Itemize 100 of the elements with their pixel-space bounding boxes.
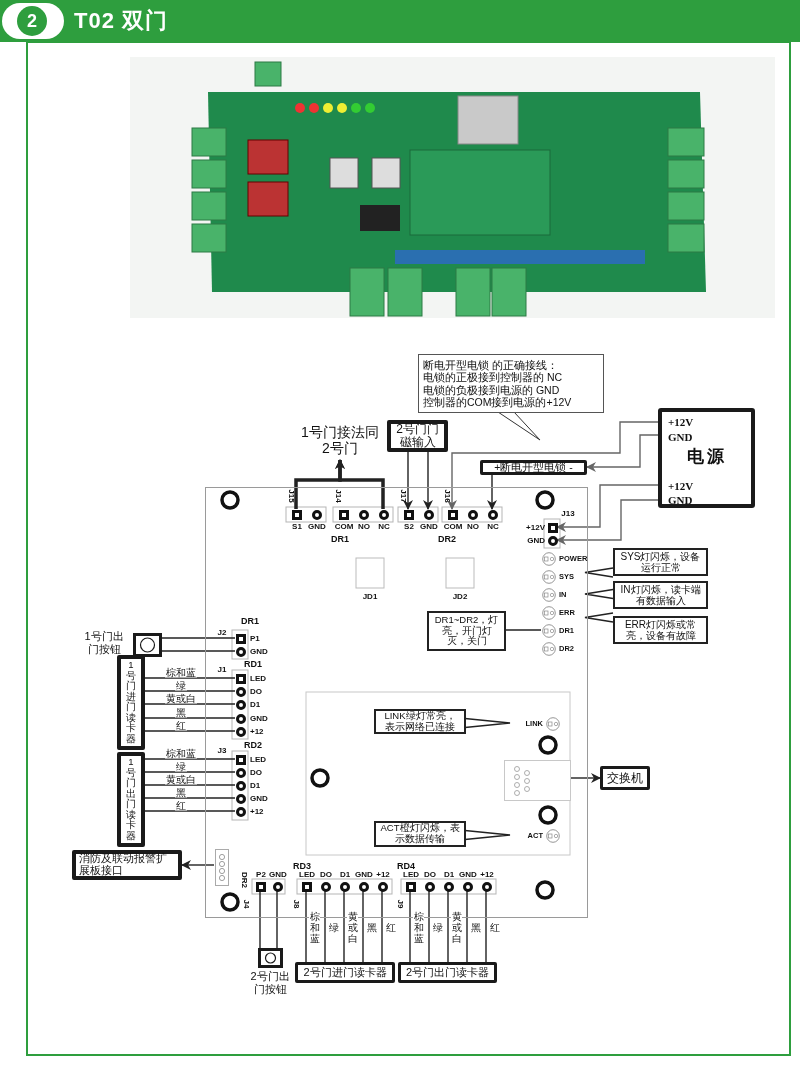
- arrow: [423, 451, 433, 510]
- callout-text: 电锁的正极接到控制器的 NC: [423, 371, 564, 384]
- arrow: [403, 451, 413, 510]
- button-label: 2号门出门按钮: [249, 970, 291, 996]
- wire: [161, 637, 236, 639]
- wire: [144, 797, 236, 799]
- callout-box: ERR灯闪烁或常亮，设备有故障: [613, 616, 708, 644]
- wire: [466, 890, 468, 963]
- wire: [144, 690, 236, 692]
- wire-color-label: 棕和蓝: [165, 666, 197, 677]
- wire: [144, 810, 236, 812]
- wire: [144, 703, 236, 705]
- connector-socket: [215, 849, 229, 886]
- wire-color-label: 黄或白: [165, 773, 197, 784]
- board-label: J13: [561, 510, 575, 518]
- pin-label: NC: [377, 522, 391, 532]
- power-supply-box: [658, 408, 755, 508]
- callout-box: ACT橙灯闪烁，表示数据传输: [374, 821, 466, 847]
- wire: [343, 890, 345, 963]
- callout-box: IN灯闪烁，读卡端有数据输入: [613, 581, 708, 609]
- wire-color-label: 棕和蓝: [309, 910, 320, 943]
- pin-label: +12V: [525, 523, 545, 533]
- wire-color-label: 绿: [328, 921, 339, 932]
- pin-label: +12: [375, 870, 391, 880]
- board-label: JD2: [452, 593, 468, 601]
- wire-color-label: 黄或白: [451, 910, 462, 943]
- pin-label: COM: [443, 522, 463, 532]
- card-reader-box: 2号门进门读卡器: [295, 962, 395, 983]
- wire: [362, 890, 364, 963]
- callout-text: 控制器的COM接到电源的+12V: [423, 395, 573, 408]
- pin-label: LED: [298, 870, 316, 880]
- wire-color-label: 黑: [175, 786, 187, 797]
- card-reader-box: 1号门进门读卡器: [117, 655, 145, 750]
- pin-label: P2: [255, 870, 267, 880]
- pin-label: GND: [250, 794, 268, 804]
- board-label: J9: [396, 899, 404, 909]
- terminal-label: GND: [668, 493, 693, 507]
- board-label: J2: [217, 629, 227, 637]
- board-label: RD2: [244, 740, 262, 750]
- wire-color-label: 红: [385, 921, 396, 932]
- board-label: RD4: [397, 861, 415, 871]
- wire: [324, 890, 326, 963]
- card-reader-box: 2号门出门读卡器: [398, 962, 497, 983]
- wire: [381, 890, 383, 963]
- pin-label: S1: [291, 522, 303, 532]
- wire: [161, 650, 236, 652]
- switch-box: 交换机: [600, 766, 650, 790]
- arrow: [335, 459, 385, 509]
- pin-label: LED: [250, 674, 266, 684]
- pin-label: GND: [526, 536, 545, 546]
- pin-label: LED: [250, 755, 266, 765]
- pin-label: COM: [334, 522, 354, 532]
- pin-label: D1: [250, 781, 261, 791]
- wire: [259, 890, 261, 949]
- wire-color-label: 绿: [175, 760, 187, 771]
- pin-label: DO: [319, 870, 333, 880]
- board-label: J4: [242, 899, 250, 909]
- arrow: [556, 499, 659, 545]
- title-text: T02 双门: [74, 7, 169, 35]
- callout-pointer: [584, 588, 614, 600]
- wire-color-label: 棕和蓝: [165, 747, 197, 758]
- label-box: 2号门门磁输入: [387, 420, 448, 452]
- wire-color-label: 红: [489, 921, 500, 932]
- pin-label: +12: [479, 870, 495, 880]
- board-label: J15: [287, 489, 295, 503]
- pin-label: +12: [250, 727, 264, 737]
- pin-label: D1: [250, 700, 261, 710]
- wire-color-label: 红: [175, 799, 187, 810]
- board-label: DR1: [241, 616, 259, 626]
- wire-color-label: 黑: [366, 921, 377, 932]
- wire-color-label: 黑: [175, 706, 187, 717]
- board-label: J14: [334, 489, 342, 503]
- button-label: 1号门出门按钮: [83, 630, 125, 656]
- pin-label: GND: [250, 647, 268, 657]
- wire: [144, 677, 236, 679]
- arrow: [181, 860, 215, 870]
- pin-label: NC: [486, 522, 500, 532]
- arrow: [586, 434, 659, 472]
- wire-color-label: 棕和蓝: [413, 910, 424, 943]
- arrow: [487, 474, 497, 510]
- pin-label: S2: [403, 522, 415, 532]
- board-label: DR2: [438, 534, 456, 544]
- pin-label: +12: [250, 807, 264, 817]
- wire: [144, 758, 236, 760]
- callout-pointer: [464, 829, 511, 841]
- terminal-label: +12V: [668, 479, 694, 493]
- callout-pointer: [464, 717, 511, 729]
- board-label: J1: [217, 666, 227, 674]
- board-label: J16: [443, 489, 451, 503]
- wire: [144, 784, 236, 786]
- pin-label: LED: [402, 870, 420, 880]
- pin-label: GND: [268, 870, 288, 880]
- callout-pointer: [584, 567, 614, 578]
- wire: [447, 890, 449, 963]
- board-label: JD1: [362, 593, 378, 601]
- pin-label: DO: [250, 687, 262, 697]
- pin-label: NO: [357, 522, 371, 532]
- pin-label: GND: [307, 522, 327, 532]
- pin-label: NO: [466, 522, 480, 532]
- arrow: [447, 421, 659, 510]
